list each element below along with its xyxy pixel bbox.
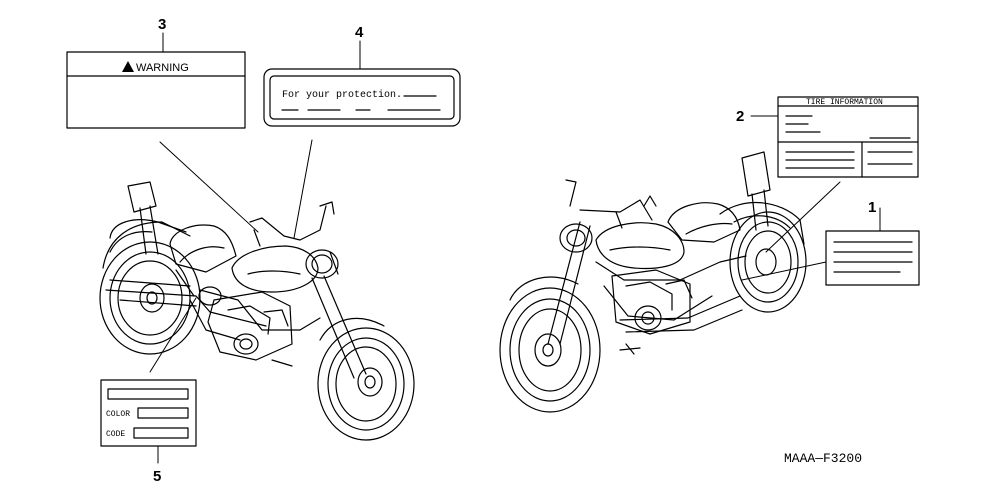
callout-1: 1 — [868, 199, 876, 216]
diagram-code: MAAA—F3200 — [784, 451, 862, 466]
color-label-text: COLOR — [106, 410, 130, 419]
left-rear-wheel — [99, 241, 201, 355]
right-front-wheel — [499, 287, 601, 413]
left-front-wheel — [317, 327, 415, 441]
caution-label — [825, 230, 920, 286]
warning-label: WARNING — [66, 51, 246, 129]
left-motorcycle — [99, 181, 415, 441]
leader-lines — [149, 32, 881, 464]
code-label-text: CODE — [106, 430, 125, 439]
warning-label-text: WARNING — [136, 62, 189, 74]
callout-4: 4 — [355, 24, 364, 41]
callout-5: 5 — [153, 468, 161, 485]
warning-triangle-icon — [122, 61, 134, 72]
callout-3: 3 — [158, 16, 166, 33]
right-rear-wheel — [729, 211, 807, 313]
protection-label-text: For your protection. — [282, 89, 402, 101]
callout-2: 2 — [736, 108, 744, 125]
right-motorcycle — [499, 151, 807, 413]
tire-information-title: TIRE INFORMATION — [806, 98, 883, 107]
protection-label: For your protection. — [263, 68, 461, 127]
color-code-label: COLOR CODE — [100, 379, 197, 447]
tire-information-label: TIRE INFORMATION — [777, 96, 919, 178]
